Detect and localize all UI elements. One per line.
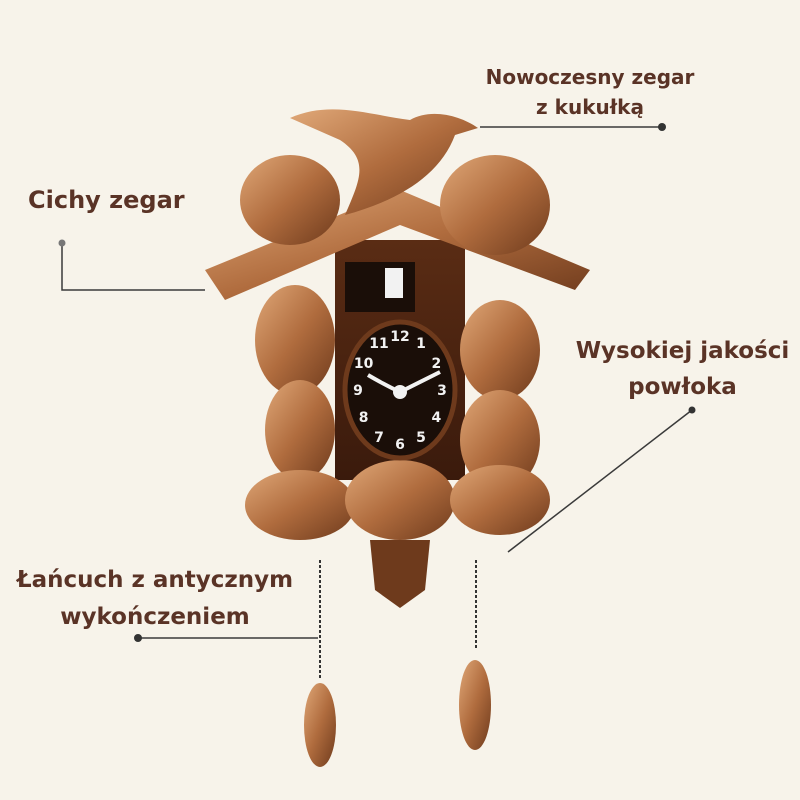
label-modern-clock: Nowoczesny zegar z kukułką	[470, 62, 710, 122]
callout-line-quiet	[61, 243, 205, 291]
label-modern-line2: z kukułką	[536, 95, 644, 119]
clock-number: 4	[431, 410, 441, 426]
callout-dot-chain	[134, 634, 142, 642]
carved-leaves	[240, 155, 550, 540]
callout-line-coating	[507, 409, 693, 553]
clock-number: 1	[416, 336, 426, 352]
label-chain-line1: Łańcuch z antycznym	[16, 567, 294, 593]
label-chain-line2: wykończeniem	[60, 604, 250, 630]
pendulum	[370, 540, 430, 608]
clock-number: 8	[359, 410, 369, 426]
label-coating: Wysokiej jakości powłoka	[565, 333, 800, 405]
label-coating-line2: powłoka	[628, 374, 737, 400]
clock-number: 2	[431, 356, 441, 372]
cuckoo-bird	[385, 268, 403, 298]
label-quiet-clock: Cichy zegar	[28, 186, 185, 214]
bird-carving	[290, 109, 478, 215]
label-chain: Łańcuch z antycznym wykończeniem	[5, 562, 305, 636]
callout-dot-modern	[658, 123, 666, 131]
label-coating-line1: Wysokiej jakości	[575, 338, 790, 364]
clock-number: 10	[354, 356, 374, 372]
pinecone-weight-left	[304, 683, 336, 767]
clock-number: 6	[395, 437, 405, 453]
cuckoo-door	[345, 262, 415, 312]
callout-dot-quiet	[58, 239, 66, 247]
callout-dot-coating	[688, 406, 696, 414]
clock-number: 3	[437, 383, 447, 399]
pinecone-weight-right	[459, 660, 491, 750]
clock-number: 9	[353, 383, 363, 399]
clock-number: 11	[369, 336, 388, 352]
label-modern-line1: Nowoczesny zegar	[485, 65, 695, 89]
clock-number: 7	[374, 430, 384, 446]
clock-number: 5	[416, 430, 426, 446]
clock-number: 12	[390, 329, 409, 345]
